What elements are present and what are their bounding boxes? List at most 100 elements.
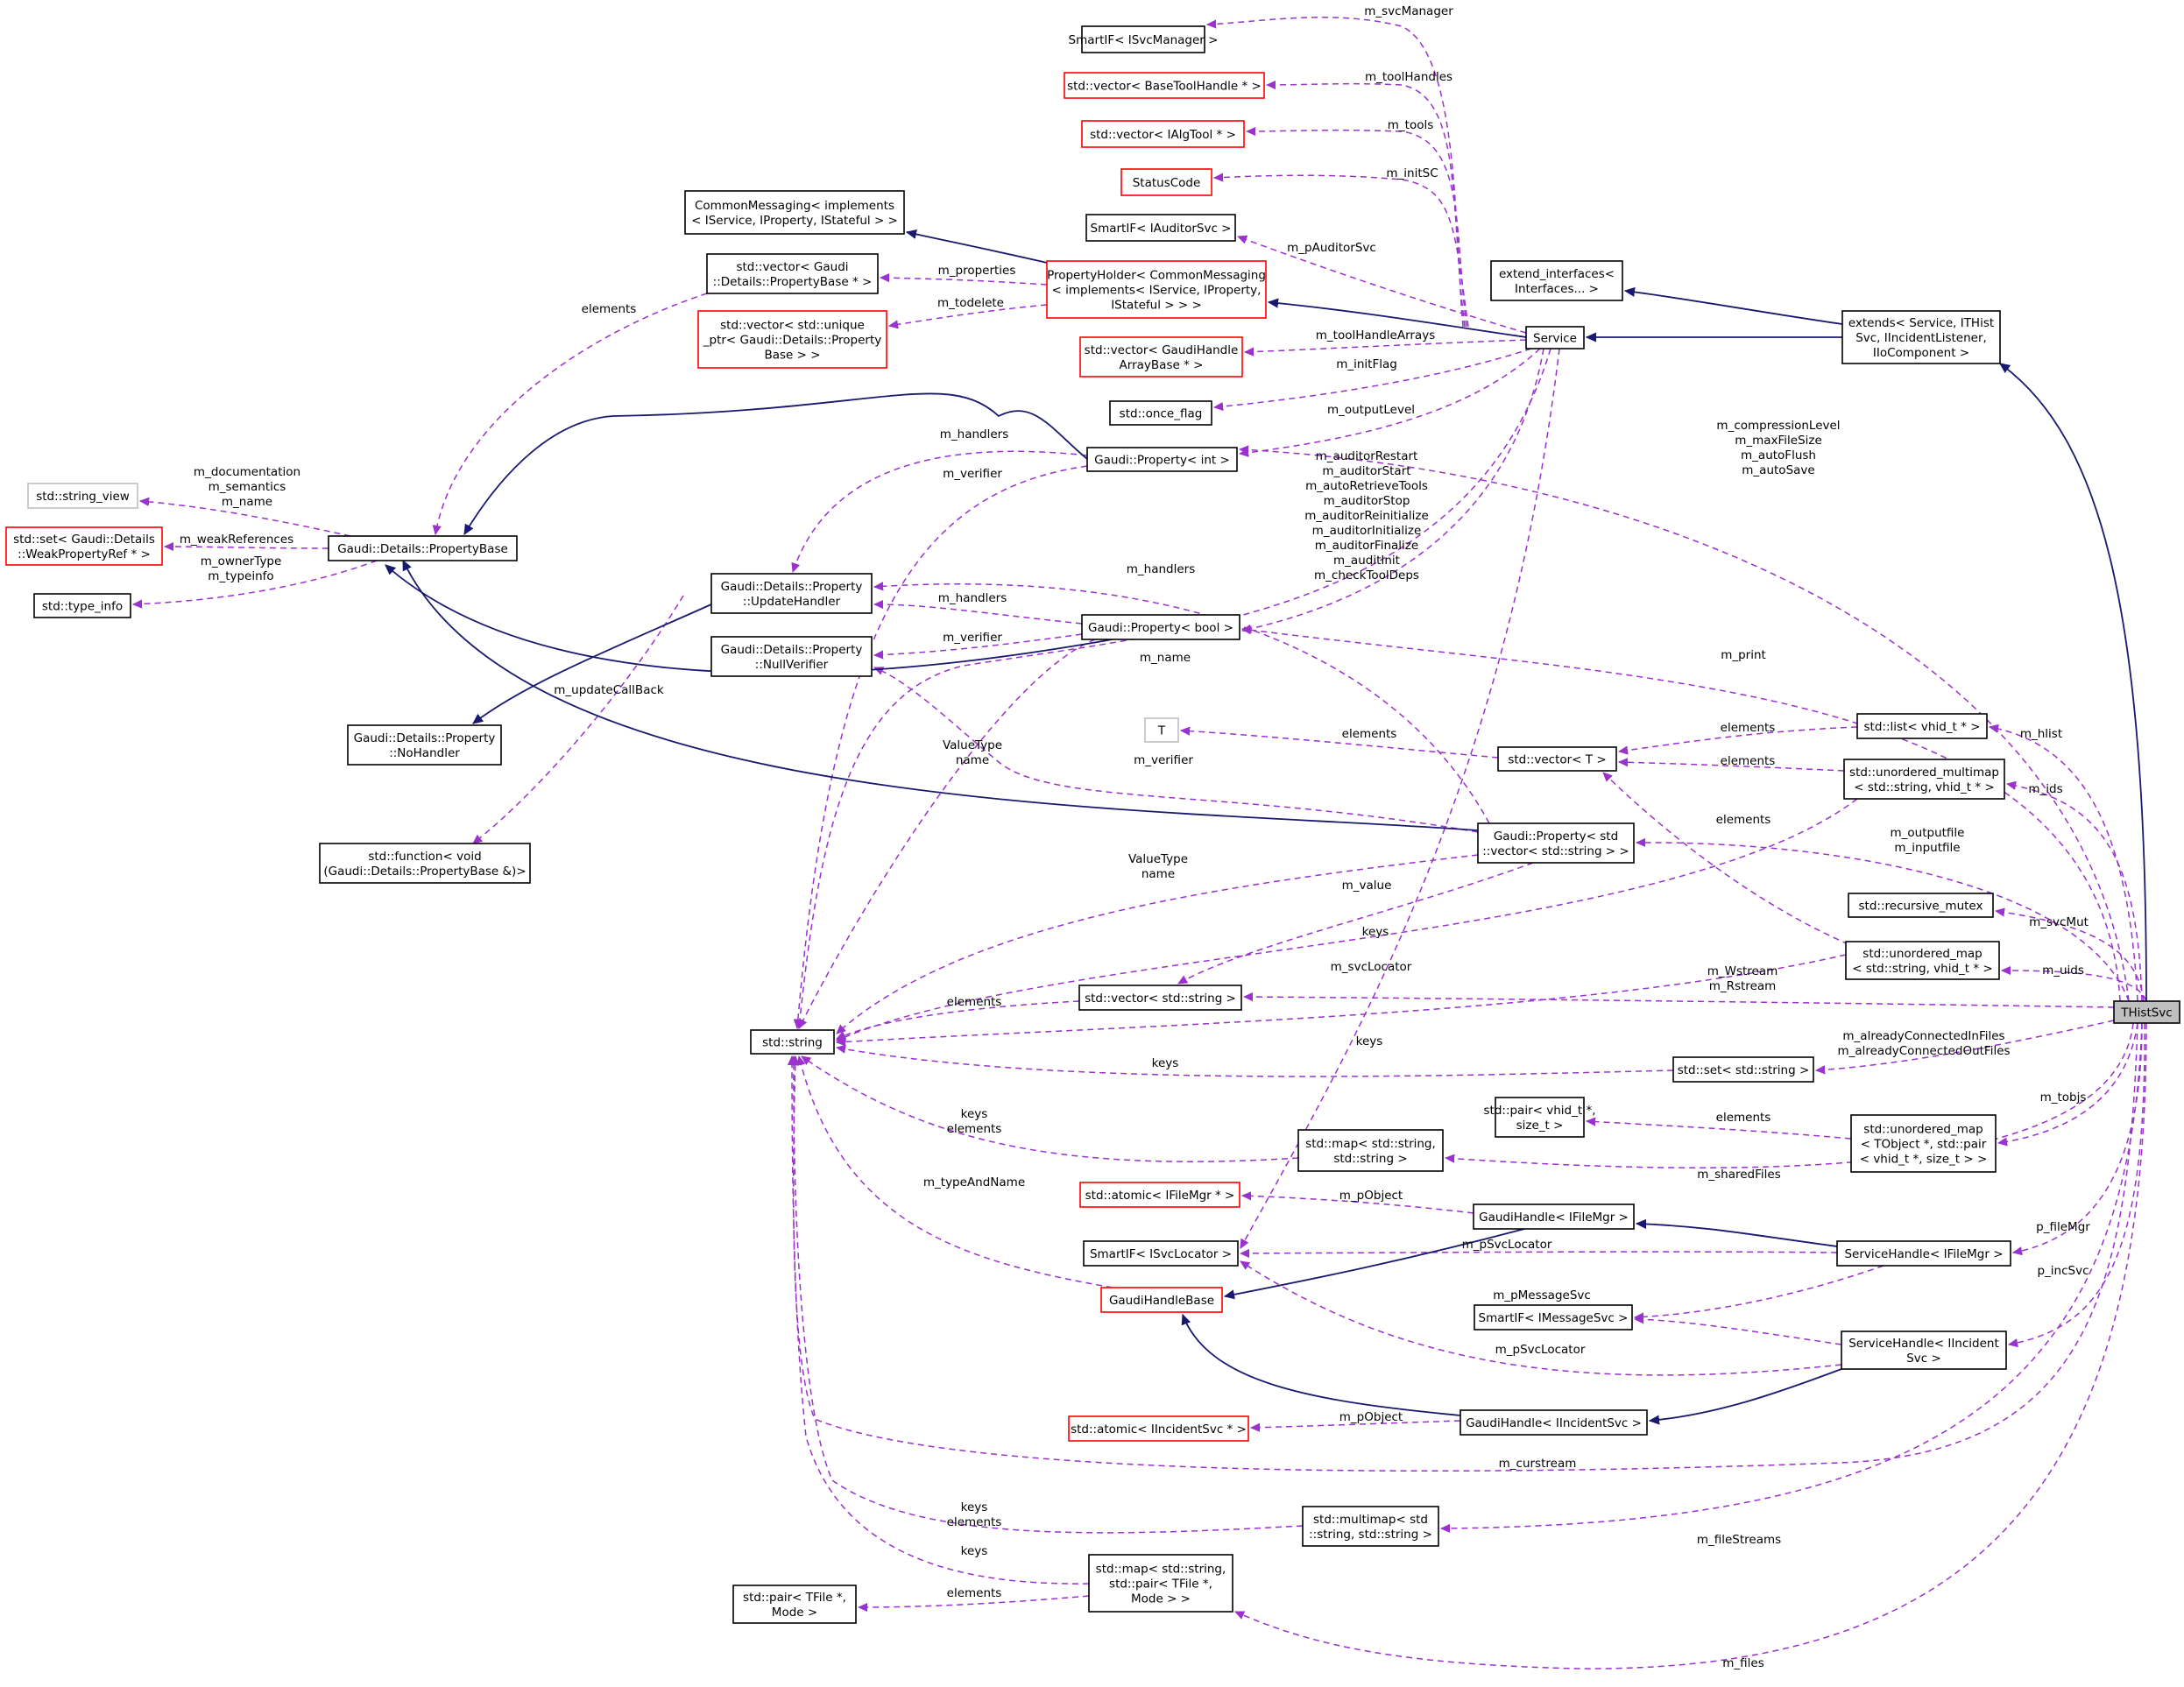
class-node-svcmanager[interactable]: SmartIF< ISvcManager > [1069, 25, 1219, 53]
class-node-extend-interfaces[interactable]: extend_interfaces<Interfaces... > [1490, 260, 1623, 301]
class-name-line: extends< Service, ITHist [1848, 316, 1994, 330]
edge-label-keys-set: keys [1152, 1056, 1179, 1070]
class-node-propertyholder[interactable]: PropertyHolder< CommonMessaging< impleme… [1046, 260, 1267, 319]
edge-label-line: m_autoRetrieveTools [1305, 479, 1428, 493]
edge-thistsvc-to-prop_bool [1242, 629, 2121, 1002]
edge-updatehandler-to-std_function [473, 595, 684, 844]
class-node-map-strstr[interactable]: std::map< std::string,std::string > [1297, 1129, 1444, 1172]
class-node-prop-vecstring[interactable]: Gaudi::Property< std::vector< std::strin… [1477, 822, 1635, 864]
class-name-line: std::vector< T > [1508, 753, 1606, 767]
class-node-string-view[interactable]: std::string_view [27, 483, 138, 509]
class-node-propertybase[interactable]: Gaudi::Details::PropertyBase [328, 535, 518, 561]
class-box [1477, 822, 1635, 864]
edge-label-line: m_auditorStop [1324, 494, 1410, 508]
class-name-line: Gaudi::Details::Property [354, 731, 496, 745]
class-node-multimap-strstr[interactable]: std::multimap< std::string, std::string … [1302, 1506, 1439, 1547]
class-node-gh-filemgr[interactable]: GaudiHandle< IFileMgr > [1473, 1203, 1635, 1230]
class-node-map-pair-tfile[interactable]: std::map< std::string,std::pair< TFile *… [1088, 1554, 1233, 1613]
edge-label-m-svcmut: m_svcMut [2029, 915, 2089, 929]
edge-label-m-psvclocator-2: m_pSvcLocator [1495, 1343, 1586, 1357]
edge-label-elements-list: elements [1721, 721, 1776, 735]
edge-propbase_vec-to-propertybase [435, 293, 708, 534]
class-node-weakref-set[interactable]: std::set< Gaudi::Details::WeakPropertyRe… [5, 526, 163, 566]
class-node-umap-vhid[interactable]: std::unordered_map< std::string, vhid_t … [1845, 941, 2000, 980]
class-node-pair-vhid[interactable]: std::pair< vhid_t *,size_t > [1484, 1097, 1596, 1138]
class-node-prop-bool[interactable]: Gaudi::Property< bool > [1081, 614, 1240, 640]
edge-label-line: p_incSvc [2037, 1264, 2089, 1278]
class-node-set-string[interactable]: std::set< std::string > [1672, 1056, 1814, 1083]
edge-label-m-sharedfiles: m_sharedFiles [1697, 1168, 1781, 1182]
class-node-atomic-filemgr[interactable]: std::atomic< IFileMgr * > [1079, 1182, 1240, 1208]
class-node-prop-int[interactable]: Gaudi::Property< int > [1086, 447, 1238, 472]
edge-sh_incident-to-svclocator [1240, 1260, 1842, 1376]
class-node-svclocator[interactable]: SmartIF< ISvcLocator > [1083, 1240, 1239, 1267]
edge-prop_vecstring-to-nullverifier [874, 667, 1479, 833]
edge-label-line: m_maxFileSize [1735, 434, 1822, 448]
class-name: SmartIF< ISvcManager > [1069, 33, 1219, 47]
class-node-thistsvc[interactable]: THistSvc [2113, 1000, 2180, 1024]
class-name: std::vector< std::string > [1085, 992, 1236, 1006]
class-node-uniqueptr-vec[interactable]: std::vector< std::unique_ptr< Gaudi::Det… [697, 310, 887, 369]
class-node-umap-tobject[interactable]: std::unordered_map< TObject *, std::pair… [1850, 1114, 1997, 1173]
class-node-onceflag[interactable]: std::once_flag [1109, 400, 1212, 426]
class-node-nullverifier[interactable]: Gaudi::Details::Property::NullVerifier [710, 636, 873, 677]
edge-label-elements-umm: elements [1721, 754, 1776, 768]
class-node-messagesvc[interactable]: SmartIF< IMessageSvc > [1474, 1304, 1633, 1331]
class-node-gaudihandlebase[interactable]: GaudiHandleBase [1100, 1287, 1223, 1313]
edge-umultimap-to-vector_T [1619, 762, 1845, 772]
edge-umap_vhid-to-std_string [837, 954, 1847, 1042]
edge-map_pair_tfile-to-pair_tfile [859, 1595, 1090, 1607]
class-name: PropertyHolder< CommonMessaging< impleme… [1047, 269, 1266, 313]
edge-label-m-svcmanager: m_svcManager [1364, 4, 1453, 18]
class-node-std-string[interactable]: std::string [750, 1029, 835, 1055]
class-box [1672, 1056, 1814, 1083]
class-name-line: T [1157, 724, 1166, 738]
class-name-line: std::vector< std::unique [720, 319, 865, 333]
class-node-pair-tfile[interactable]: std::pair< TFile *,Mode > [732, 1585, 857, 1624]
class-node-updatehandler[interactable]: Gaudi::Details::Property::UpdateHandler [710, 573, 873, 614]
edge-service-to-algtool_vec [1247, 131, 1467, 328]
class-box [1856, 713, 1988, 739]
class-node-gh-incident[interactable]: GaudiHandle< IIncidentSvc > [1460, 1409, 1648, 1436]
class-box [1850, 1114, 1997, 1173]
class-box [1046, 260, 1267, 319]
class-node-T[interactable]: T [1144, 717, 1179, 743]
class-name-line: ::NoHandler [389, 746, 460, 760]
edge-prop_vecstring-to-std_string [837, 854, 1479, 1034]
class-node-auditorsvc[interactable]: SmartIF< IAuditorSvc > [1085, 214, 1236, 242]
edge-label-line: keys [1362, 925, 1389, 939]
class-node-list-vhid[interactable]: std::list< vhid_t * > [1856, 713, 1988, 739]
class-node-std-function[interactable]: std::function< void(Gaudi::Details::Prop… [319, 843, 531, 884]
edge-prop_vecstring-to-propertybase [402, 561, 1479, 831]
class-box [1079, 336, 1243, 378]
edge-label-line: m_verifier [1134, 753, 1193, 767]
class-node-service[interactable]: Service [1525, 326, 1585, 349]
class-node-atomic-incident[interactable]: std::atomic< IIncidentSvc * > [1068, 1415, 1249, 1442]
class-node-propbase-vec[interactable]: std::vector< Gaudi::Details::PropertyBas… [706, 253, 879, 294]
class-node-toolhandle-vec[interactable]: std::vector< BaseToolHandle * > [1064, 72, 1265, 99]
class-node-statuscode[interactable]: StatusCode [1120, 168, 1212, 196]
class-node-nohandler[interactable]: Gaudi::Details::Property::NoHandler [347, 724, 502, 766]
edge-label-line: m_handlers [940, 427, 1009, 441]
edge-label-line: elements [947, 1515, 1002, 1529]
edge-label-line: m_alreadyConnectedInFiles [1842, 1029, 2004, 1043]
class-node-commonmessaging[interactable]: CommonMessaging< implements< IService, I… [684, 190, 905, 235]
class-node-vector-T[interactable]: std::vector< T > [1497, 746, 1617, 772]
class-node-vec-string[interactable]: std::vector< std::string > [1078, 985, 1242, 1011]
class-node-recursive-mutex[interactable]: std::recursive_mutex [1848, 893, 1994, 918]
class-node-sh-filemgr[interactable]: ServiceHandle< IFileMgr > [1836, 1240, 2011, 1267]
class-node-umultimap[interactable]: std::unordered_multimap< std::string, vh… [1843, 759, 2005, 800]
class-name-line: Gaudi::Details::Property [721, 643, 863, 657]
class-node-typeinfo[interactable]: std::type_info [33, 593, 131, 618]
class-node-algtool-vec[interactable]: std::vector< IAlgTool * > [1081, 120, 1245, 148]
edge-label-line: m_auditorFinalize [1315, 539, 1418, 553]
edge-label-m-pobject-filemgr: m_pObject [1339, 1189, 1403, 1203]
